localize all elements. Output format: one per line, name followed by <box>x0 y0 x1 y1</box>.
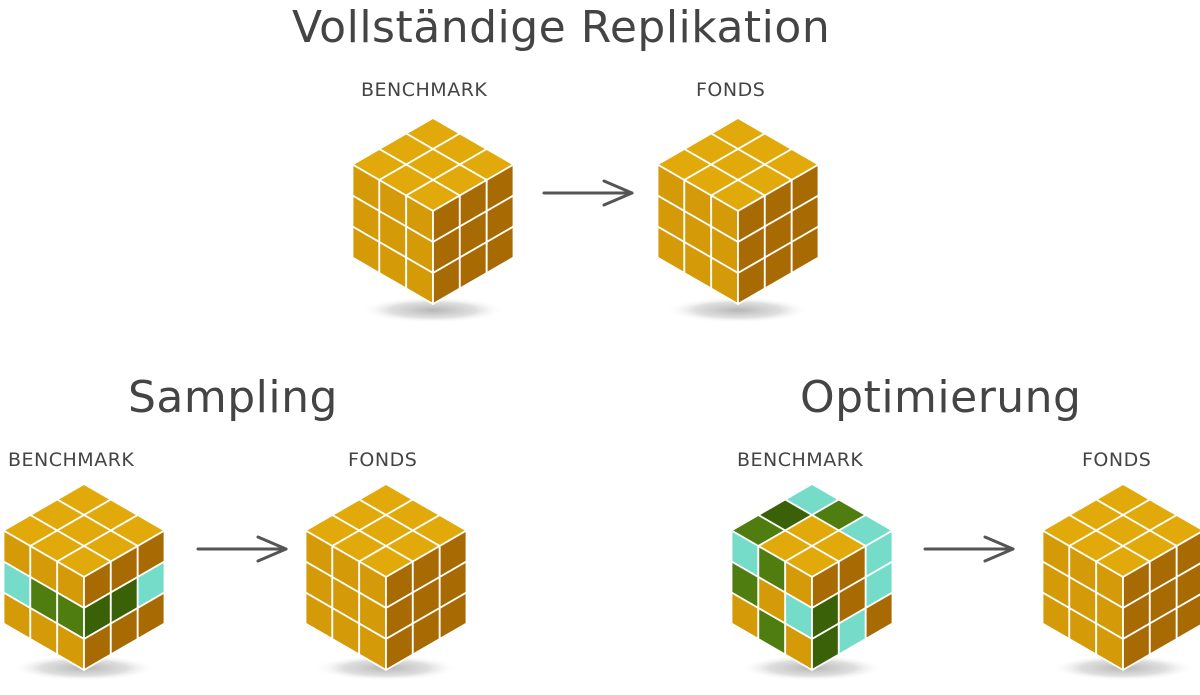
cube-icon <box>730 483 894 671</box>
cube-shadow-full-benchmark <box>361 297 505 323</box>
title-optimization: Optimierung <box>800 372 1082 423</box>
right-arrow-icon <box>196 535 288 563</box>
cube-shadow-full-fund <box>666 297 810 323</box>
title-sampling: Sampling <box>128 372 338 423</box>
cube-icon <box>304 483 468 671</box>
right-arrow-icon <box>542 179 634 207</box>
label-sampling-benchmark: BENCHMARK <box>8 449 135 471</box>
label-full-benchmark: BENCHMARK <box>361 79 488 101</box>
title-full-replication: Vollständige Replikation <box>292 2 831 53</box>
right-arrow-icon <box>923 535 1015 563</box>
cube-icon <box>351 117 515 305</box>
cube-icon <box>656 117 820 305</box>
label-optimization-fund: FONDS <box>1082 449 1152 471</box>
label-optimization-benchmark: BENCHMARK <box>737 449 864 471</box>
cube-icon <box>2 483 166 671</box>
cube-icon <box>1041 483 1200 671</box>
label-full-fund: FONDS <box>696 79 766 101</box>
label-sampling-fund: FONDS <box>348 449 418 471</box>
